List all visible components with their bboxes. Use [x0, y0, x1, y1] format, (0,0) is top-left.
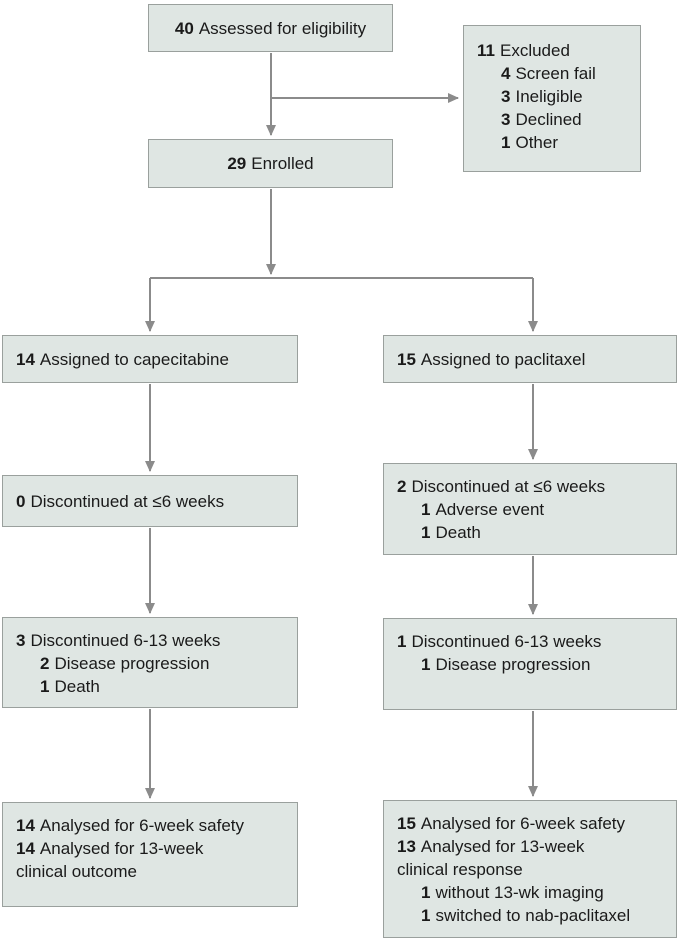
stat-label: Declined	[515, 110, 582, 129]
stat-label: switched to nab-paclitaxel	[435, 906, 631, 925]
stat-count: 4	[501, 64, 511, 83]
stat-count: 11	[477, 41, 495, 60]
stat-count: 2	[397, 477, 407, 496]
stat-label: Discontinued at ≤6 weeks	[30, 491, 225, 511]
stat-label: Disease progression	[54, 654, 210, 673]
stat-line: clinical outcome	[16, 860, 284, 883]
stat-label: Assigned to capecitabine	[39, 349, 229, 369]
stat-count: 1	[421, 883, 431, 902]
stat-label: Other	[515, 133, 558, 152]
stat-count: 14	[16, 839, 35, 858]
stat-count: 15	[397, 349, 416, 369]
stat-label: Ineligible	[515, 87, 583, 106]
stat-count: 13	[397, 837, 416, 856]
stat-label: Discontinued 6-13 weeks	[411, 632, 602, 651]
stat-count: 1	[421, 523, 431, 542]
stat-label: Analysed for 6-week safety	[420, 814, 626, 833]
stat-label: Death	[54, 677, 100, 696]
stat-count: 3	[501, 87, 511, 106]
stat-label: Enrolled	[251, 154, 314, 173]
stat-label: Adverse event	[435, 500, 545, 519]
stat-count: 1	[397, 632, 407, 651]
stat-count: 3	[16, 631, 26, 650]
stat-count: 0	[16, 491, 26, 511]
stat-label: clinical response	[397, 860, 523, 879]
stat-count: 1	[421, 906, 431, 925]
stat-label: without 13-wk imaging	[435, 883, 604, 902]
stat-label: Analysed for 6-week safety	[39, 816, 245, 835]
stat-count: 40	[174, 18, 194, 38]
stat-line: clinical response	[397, 858, 663, 881]
stat-label: Analysed for 13-week	[39, 839, 204, 858]
stat-count: 29	[227, 154, 247, 173]
stat-count: 15	[397, 814, 416, 833]
stat-label: Assessed for eligibility	[198, 18, 367, 38]
stat-count: 3	[501, 110, 511, 129]
stat-label: Analysed for 13-week	[420, 837, 585, 856]
stat-label: Disease progression	[435, 655, 591, 674]
stat-count: 14	[16, 349, 35, 369]
stat-count: 1	[421, 500, 431, 519]
stat-label: Discontinued 6-13 weeks	[30, 631, 221, 650]
stat-label: Excluded	[499, 41, 570, 60]
stat-label: Assigned to paclitaxel	[420, 349, 586, 369]
stat-count: 2	[40, 654, 50, 673]
stat-label: Discontinued at ≤6 weeks	[411, 477, 606, 496]
stat-label: Death	[435, 523, 481, 542]
stat-count: 14	[16, 816, 35, 835]
stat-count: 1	[421, 655, 431, 674]
stat-label: clinical outcome	[16, 862, 137, 881]
stat-count: 1	[501, 133, 511, 152]
stat-label: Screen fail	[515, 64, 596, 83]
stat-count: 1	[40, 677, 50, 696]
